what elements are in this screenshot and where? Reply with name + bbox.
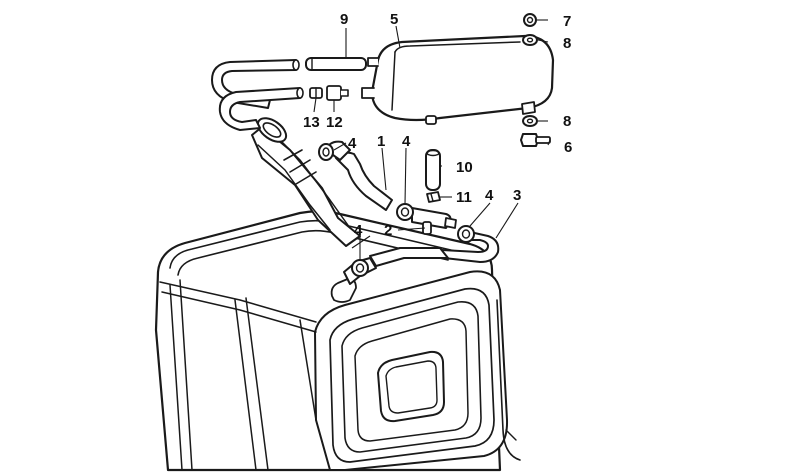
callout-5: 5 xyxy=(390,11,398,28)
callout-2: 2 xyxy=(384,222,392,239)
part-11-clip xyxy=(426,191,441,203)
callout-4: 4 xyxy=(485,187,494,204)
part-6-bolt xyxy=(520,133,551,147)
callout-8: 8 xyxy=(563,113,571,130)
filler-neck-pipe xyxy=(251,117,361,247)
part-9-hose-sleeve xyxy=(305,57,367,71)
part-5-expansion-tank xyxy=(361,34,555,125)
callout-1: 1 xyxy=(377,133,385,150)
callout-4: 4 xyxy=(348,135,357,152)
part-8-washer xyxy=(522,34,538,46)
callout-7: 7 xyxy=(563,13,571,30)
callout-8: 8 xyxy=(563,35,571,52)
part-8-washer xyxy=(522,115,538,127)
part-4-hose-clamp xyxy=(396,203,414,221)
part-2-t-connector xyxy=(411,207,457,235)
callout-6: 6 xyxy=(564,139,572,156)
callout-4: 4 xyxy=(354,222,363,239)
vent-hose-loop xyxy=(211,59,304,131)
part-4-hose-clamp xyxy=(318,143,334,161)
callout-12: 12 xyxy=(326,114,343,131)
callout-9: 9 xyxy=(340,11,348,28)
callout-11: 11 xyxy=(456,189,472,206)
callout-13: 13 xyxy=(303,114,320,131)
part-4-hose-clamp xyxy=(351,259,369,277)
callout-3: 3 xyxy=(513,187,521,204)
part-4-hose-clamp xyxy=(457,225,475,243)
part-13-clip xyxy=(309,87,323,99)
part-10-hose xyxy=(425,149,441,191)
callout-labels: 9 5 7 8 8 6 13 12 4 1 4 10 11 4 3 2 4 xyxy=(303,11,572,239)
part-12-connector xyxy=(326,85,349,101)
callout-4: 4 xyxy=(402,133,411,150)
part-7-nut xyxy=(523,13,537,27)
leader-lines xyxy=(313,19,551,260)
fuel-tank xyxy=(154,210,521,472)
callout-10: 10 xyxy=(456,159,473,176)
